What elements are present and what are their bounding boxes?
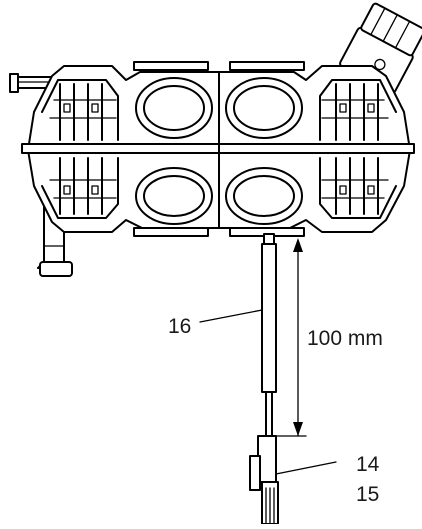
level-sensor-rod	[261, 233, 277, 437]
callout-14: 14	[356, 453, 380, 476]
leader-14	[275, 461, 337, 475]
mounting-bracket	[249, 435, 279, 525]
top-mounting-tabs	[133, 61, 305, 237]
left-rib-frame	[41, 79, 119, 219]
callout-16: 16	[168, 315, 192, 338]
dimension-label: 100 mm	[307, 327, 383, 350]
right-rib-frame	[319, 79, 397, 219]
leader-16	[199, 309, 263, 323]
callout-15: 15	[356, 483, 380, 506]
tank-body	[21, 65, 415, 233]
oval-ports	[135, 77, 303, 225]
filler-neck	[339, 2, 422, 94]
dimension-line	[275, 238, 307, 437]
